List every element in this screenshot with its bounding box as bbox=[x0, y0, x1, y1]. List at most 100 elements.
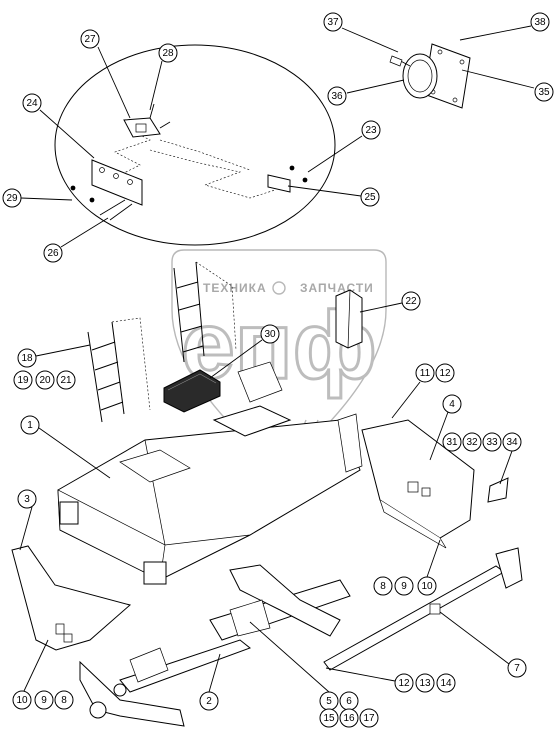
callout-label: 13 bbox=[419, 678, 431, 689]
callout-circle bbox=[436, 673, 456, 693]
callout-c27: 27 bbox=[80, 29, 100, 49]
callout-label: 11 bbox=[420, 368, 431, 379]
pipe-flange-assembly bbox=[389, 43, 471, 109]
callout-circle bbox=[12, 690, 32, 710]
callout-c29: 29 bbox=[2, 188, 22, 208]
ladder-right bbox=[173, 261, 237, 363]
callout-c19: 19 bbox=[13, 370, 33, 390]
bracket-22 bbox=[335, 289, 363, 349]
callout-label: 32 bbox=[466, 437, 478, 448]
callout-c25: 25 bbox=[360, 187, 380, 207]
callout-circle bbox=[158, 43, 178, 63]
callout-c10b: 10 bbox=[12, 690, 32, 710]
callout-c7: 7 bbox=[507, 658, 527, 678]
callout-circle bbox=[417, 576, 437, 596]
callout-label: 34 bbox=[506, 437, 518, 448]
callout-circle bbox=[199, 691, 219, 711]
callout-c8a: 8 bbox=[373, 576, 393, 596]
callout-circle bbox=[2, 188, 22, 208]
side-frame-4 bbox=[361, 419, 509, 549]
callout-label: 10 bbox=[421, 581, 433, 592]
callout-label: 4 bbox=[449, 399, 455, 410]
callout-c2: 2 bbox=[199, 691, 219, 711]
callout-c4: 4 bbox=[442, 394, 462, 414]
detail-view-bracket bbox=[54, 44, 336, 246]
callout-c12b: 12 bbox=[394, 673, 414, 693]
callout-c35: 35 bbox=[534, 82, 554, 102]
leader-lines bbox=[19, 25, 535, 693]
callout-circle bbox=[373, 576, 393, 596]
callout-c12a: 12 bbox=[435, 363, 455, 383]
callout-c8b: 8 bbox=[54, 690, 74, 710]
callout-label: 27 bbox=[84, 34, 96, 45]
callout-circle bbox=[502, 432, 522, 452]
callout-circle bbox=[462, 432, 482, 452]
callout-c3: 3 bbox=[17, 489, 37, 509]
callout-circle bbox=[323, 12, 343, 32]
callout-label: 3 bbox=[24, 494, 30, 505]
callout-label: 22 bbox=[405, 296, 417, 307]
chassis-2 bbox=[79, 564, 351, 727]
callout-circle bbox=[415, 363, 435, 383]
callout-circle bbox=[482, 432, 502, 452]
callout-circle bbox=[34, 690, 54, 710]
callout-circle bbox=[327, 86, 347, 106]
callout-c37: 37 bbox=[323, 12, 343, 32]
watermark-right-word: ЗАПЧАСТИ bbox=[300, 281, 374, 295]
callout-c6: 6 bbox=[339, 691, 359, 711]
callout-circle bbox=[17, 348, 37, 368]
callout-circle bbox=[35, 370, 55, 390]
callout-circle bbox=[442, 432, 462, 452]
callout-label: 36 bbox=[331, 91, 343, 102]
callout-label: 1 bbox=[27, 420, 33, 431]
callout-c32: 32 bbox=[462, 432, 482, 452]
callout-c20: 20 bbox=[35, 370, 55, 390]
callout-c38: 38 bbox=[530, 12, 550, 32]
callout-label: 8 bbox=[61, 695, 67, 706]
callout-circle bbox=[360, 187, 380, 207]
callout-label: 10 bbox=[16, 695, 28, 706]
callout-label: 18 bbox=[21, 353, 33, 364]
callout-c33: 33 bbox=[482, 432, 502, 452]
callout-circle bbox=[319, 708, 339, 728]
callout-circle bbox=[534, 82, 554, 102]
callout-c17: 17 bbox=[359, 708, 379, 728]
callout-label: 31 bbox=[446, 437, 458, 448]
callout-c22: 22 bbox=[401, 291, 421, 311]
callout-label: 15 bbox=[323, 713, 335, 724]
main-frame bbox=[57, 361, 363, 585]
callout-c31: 31 bbox=[442, 432, 462, 452]
callout-label: 5 bbox=[326, 696, 332, 707]
callout-label: 20 bbox=[39, 375, 51, 386]
callout-label: 14 bbox=[440, 678, 452, 689]
arm-7 bbox=[323, 547, 523, 671]
callout-c14: 14 bbox=[436, 673, 456, 693]
callout-label: 16 bbox=[343, 713, 355, 724]
callout-circle bbox=[43, 243, 63, 263]
callout-c24: 24 bbox=[22, 93, 42, 113]
callout-c1: 1 bbox=[20, 415, 40, 435]
callout-c11: 11 bbox=[415, 363, 435, 383]
callout-circle bbox=[435, 363, 455, 383]
callout-label: 33 bbox=[486, 437, 498, 448]
callout-circle bbox=[260, 324, 280, 344]
callout-c16: 16 bbox=[339, 708, 359, 728]
ladder-left bbox=[87, 317, 151, 423]
callout-c36: 36 bbox=[327, 86, 347, 106]
callout-label: 12 bbox=[398, 678, 410, 689]
callout-c10a: 10 bbox=[417, 576, 437, 596]
callout-c18: 18 bbox=[17, 348, 37, 368]
callout-c9b: 9 bbox=[34, 690, 54, 710]
callout-label: 28 bbox=[162, 48, 174, 59]
callout-circle bbox=[54, 690, 74, 710]
callout-circle bbox=[394, 576, 414, 596]
callout-c28: 28 bbox=[158, 43, 178, 63]
callout-c30: 30 bbox=[260, 324, 280, 344]
callout-label: 6 bbox=[346, 696, 352, 707]
callout-label: 12 bbox=[439, 368, 451, 379]
callout-circle bbox=[394, 673, 414, 693]
callout-c15: 15 bbox=[319, 708, 339, 728]
watermark-left-word: ТЕХНИКА bbox=[203, 281, 267, 295]
callout-label: 9 bbox=[401, 581, 407, 592]
